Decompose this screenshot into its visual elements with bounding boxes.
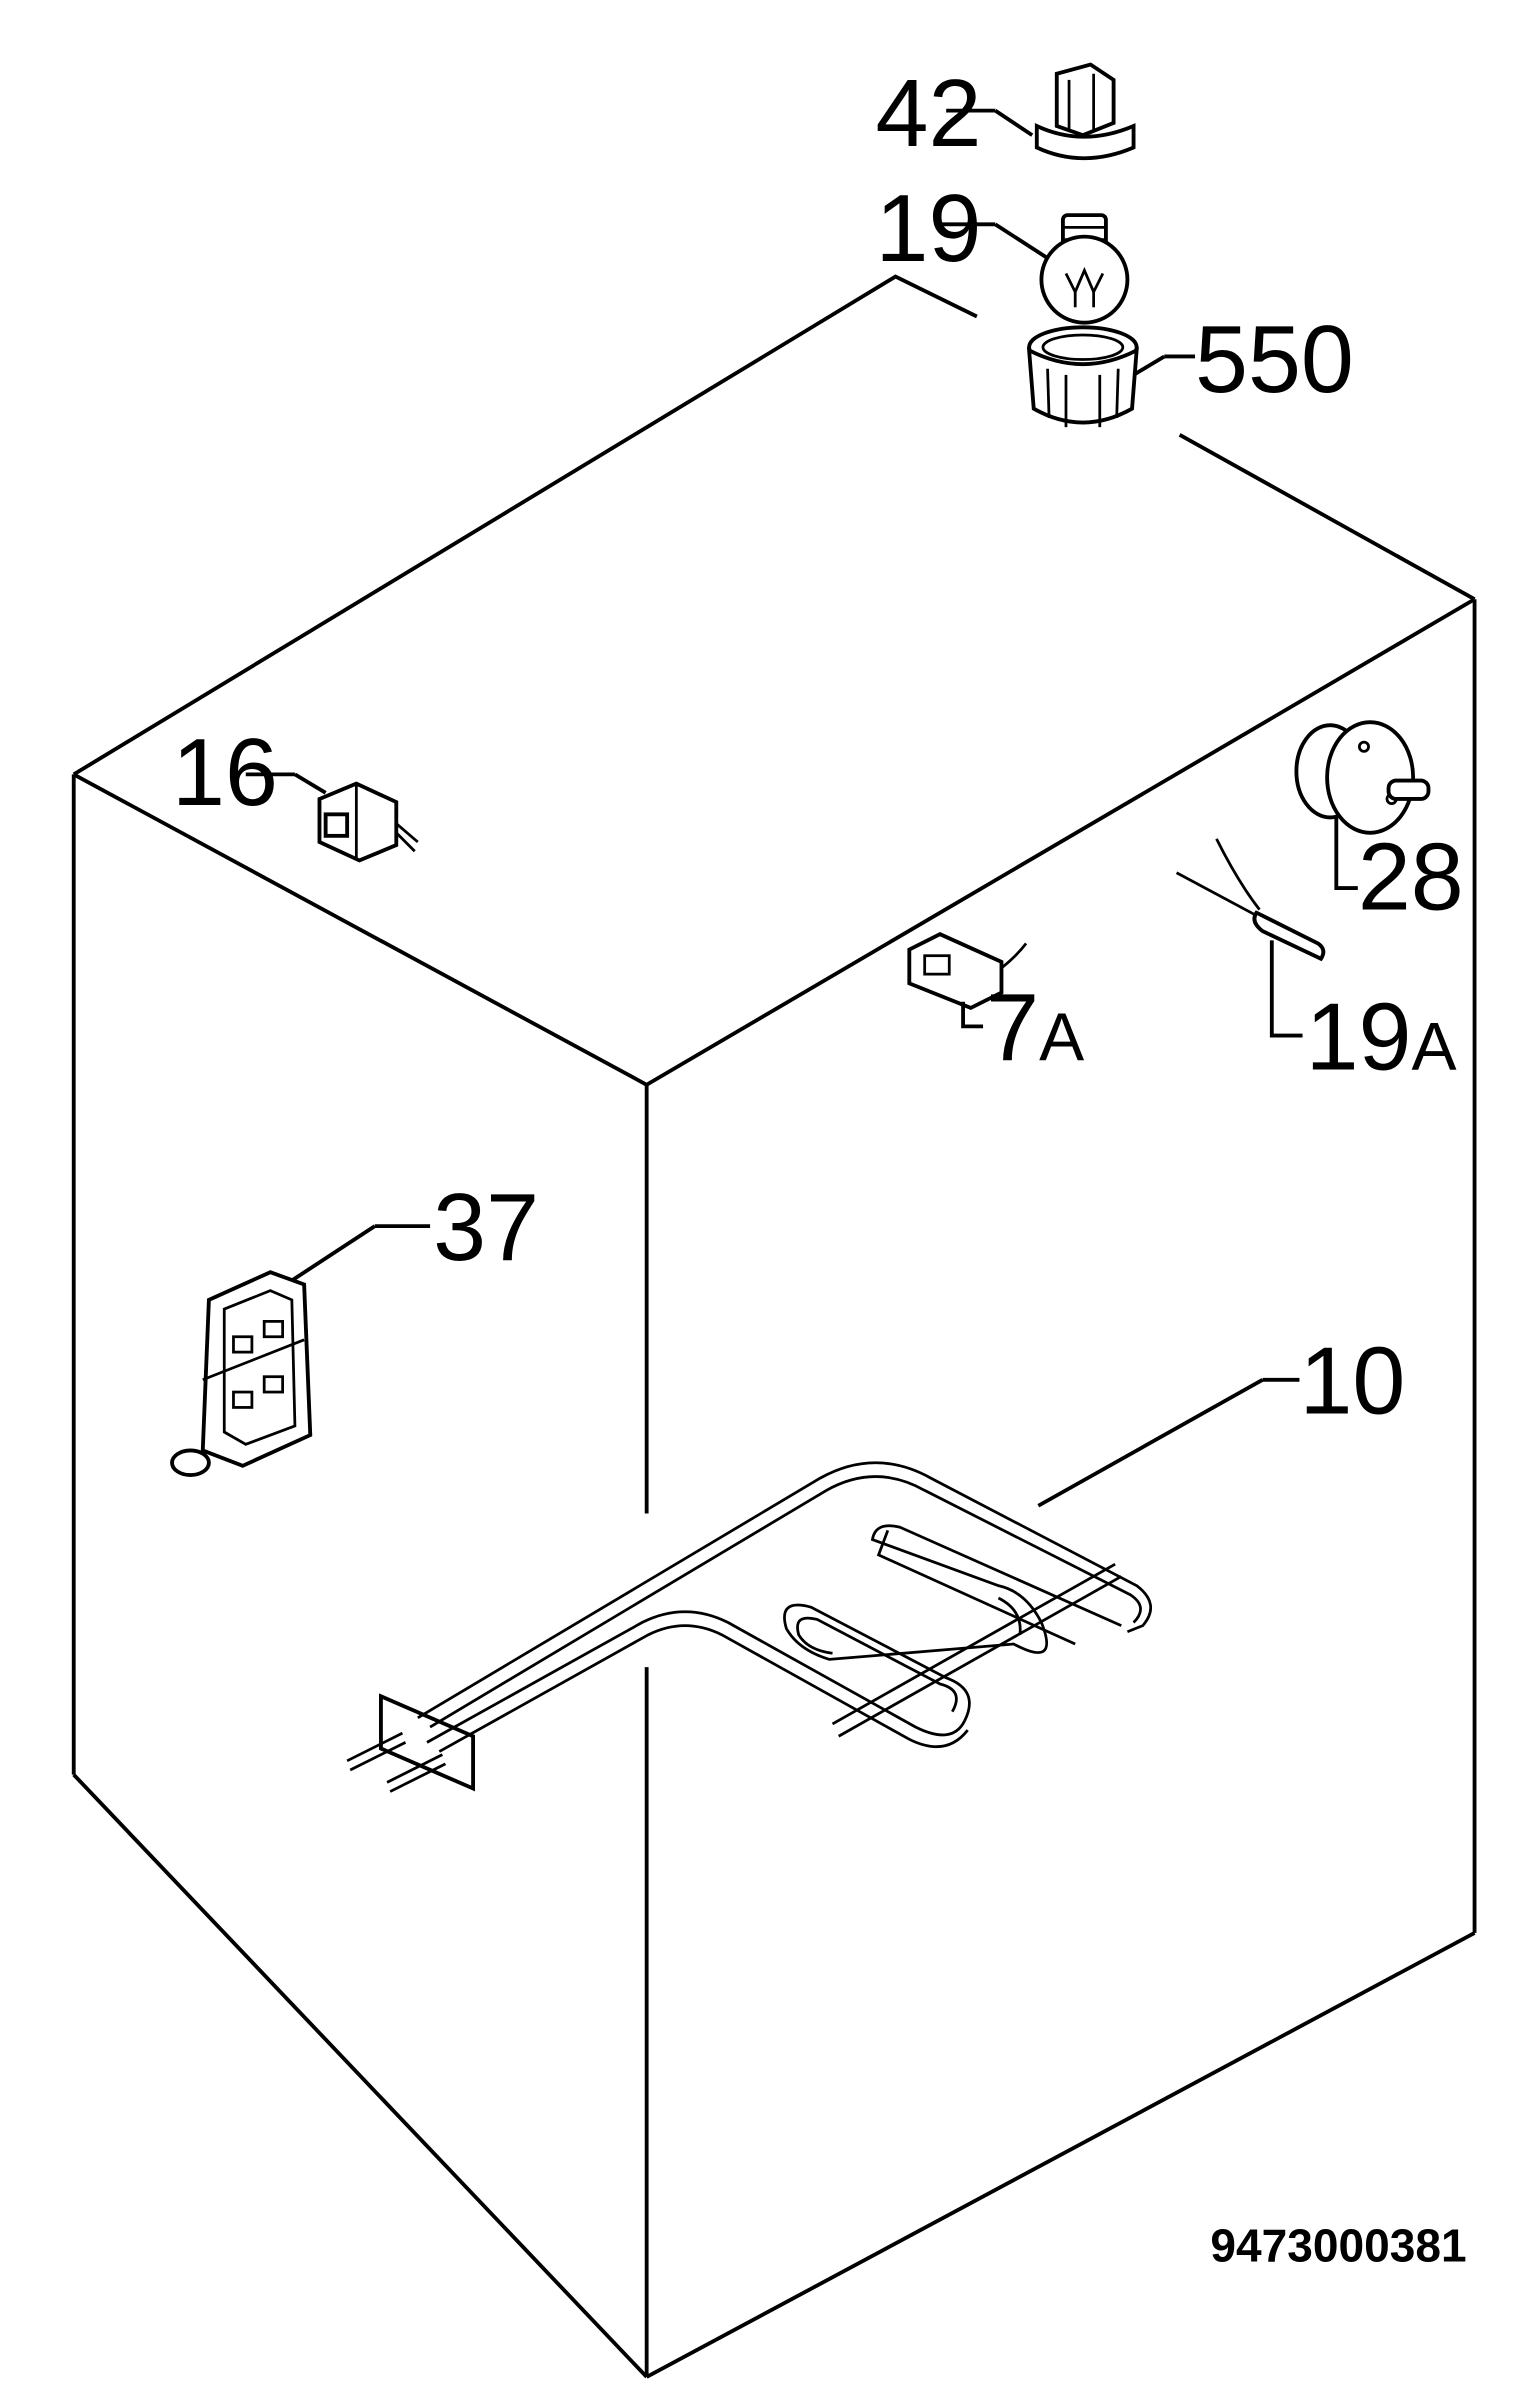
- part-10-label: 10: [1299, 1329, 1405, 1435]
- thermostat-part: [1294, 720, 1431, 891]
- part-28-label: 28: [1358, 825, 1464, 931]
- oven-cabinet-outline: [71, 274, 1477, 2379]
- push-button-switch-part: [245, 772, 419, 863]
- part-42-label: 42: [876, 61, 982, 167]
- part-19-label: 19: [876, 176, 982, 282]
- part-16-label: 16: [172, 720, 278, 826]
- part-7a-label: 7A: [986, 975, 1084, 1081]
- terminal-block-part: [170, 1224, 431, 1477]
- part-19a-label: 19A: [1306, 984, 1457, 1090]
- grill-heating-element-part: [346, 1377, 1300, 1793]
- temperature-sensor-part: [1175, 838, 1326, 1038]
- part-37-label: 37: [433, 1175, 539, 1281]
- lamp-cover-part: [1026, 325, 1196, 428]
- part-550-label: 550: [1195, 307, 1354, 413]
- drawing-reference-code: 9473000381: [1210, 2220, 1466, 2272]
- lamp-bulb-part: [940, 213, 1130, 325]
- microswitch-part: [907, 932, 1028, 1029]
- lamp-holder-part: [946, 62, 1136, 161]
